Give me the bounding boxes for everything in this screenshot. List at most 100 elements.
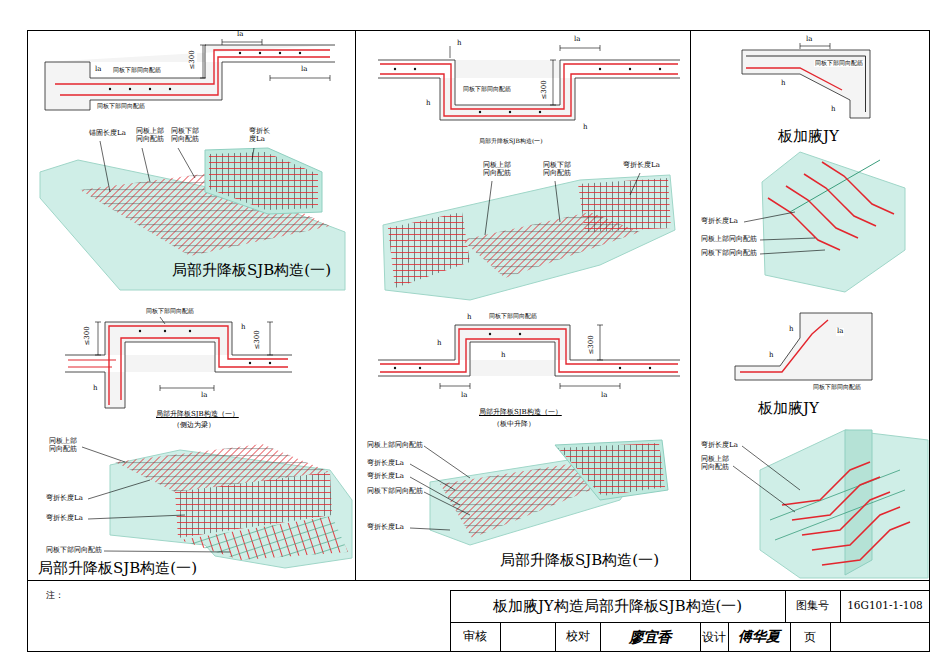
figure-caption: 局部升降板SJB构造(一) — [172, 262, 331, 279]
drawing-g — [800, 43, 830, 49]
drawing-g — [394, 68, 661, 113]
drawing-path — [100, 141, 110, 192]
drawing-line — [450, 622, 930, 623]
drawing-label: h — [466, 314, 473, 322]
figure-caption: 局部升降板SJB构造(一) — [38, 560, 197, 577]
section-middle-bottom — [378, 325, 680, 389]
drawing-polyline — [812, 507, 900, 550]
drawing-polygon — [180, 516, 348, 560]
drawing-label: 同板上部 同向配筋 — [135, 128, 168, 143]
drawing-line — [355, 30, 356, 580]
drawing-label: h — [788, 326, 795, 334]
drawing-polyline — [786, 186, 858, 238]
title-block-cell: 页 — [790, 622, 830, 652]
drawing-g — [782, 462, 910, 565]
section-middle-top — [378, 45, 680, 120]
drawing-label: 弯折长度La — [45, 515, 84, 523]
drawing-label: 同板上部 同向配筋 — [482, 162, 515, 177]
drawing-circle — [189, 330, 191, 332]
drawing-g — [394, 333, 651, 369]
drawing-path — [770, 470, 905, 540]
drawing-label: h — [500, 352, 507, 360]
drawing-path — [95, 322, 101, 355]
drawing-label: h — [582, 124, 589, 132]
drawing-label: 同板下部同向配筋 — [366, 488, 424, 496]
drawing-path — [380, 339, 678, 372]
drawing-line — [840, 590, 841, 622]
drawing-circle — [269, 362, 271, 364]
drawing-label: h — [240, 324, 247, 332]
drawing-label: 同板下部同向配筋 — [488, 313, 538, 320]
drawing-label: 弯折长度La — [366, 460, 405, 468]
sheet-frame — [27, 30, 930, 652]
drawing-path — [735, 313, 872, 380]
drawing-label: 同板下部同向配筋 — [700, 250, 758, 258]
drawing-label: h — [436, 340, 443, 348]
drawing-label: 同板下部同向配筋 — [812, 384, 862, 391]
drawing-label: la — [236, 31, 244, 39]
drawing-g — [768, 162, 894, 250]
drawing-label: 同板上部 同向配筋 — [700, 456, 733, 471]
drawing-line — [690, 30, 691, 580]
drawing-path — [222, 39, 262, 45]
drawing-label: h — [425, 100, 432, 108]
drawing-path — [790, 160, 880, 212]
drawing-polygon — [383, 175, 675, 300]
drawing-label: 同板下部同向配筋 — [112, 67, 162, 74]
drawing-label: 局部升降板SJB构造（一） — [155, 411, 240, 419]
title-block-cell: 校对 — [555, 622, 600, 652]
title-block-cell: 图集号 — [785, 590, 840, 622]
drawing-g — [82, 447, 230, 552]
drawing-g — [139, 330, 271, 364]
drawing-path — [597, 325, 603, 360]
drawing-path — [560, 383, 620, 389]
drawing-label: la — [805, 36, 813, 44]
drawing-label: 局部升降板SJB构造(一) — [478, 138, 544, 145]
drawing-polygon — [760, 430, 928, 578]
iso-middle-top — [383, 173, 675, 300]
drawing-polyline — [782, 462, 870, 505]
drawing-label: 同板下部同向配筋 — [814, 60, 864, 67]
drawing-polygon — [558, 443, 665, 496]
drawing-label: h — [830, 106, 837, 114]
drawing-circle — [479, 111, 481, 113]
drawing-circle — [599, 68, 601, 70]
drawing-path — [142, 148, 150, 182]
drawing-circle — [509, 111, 511, 113]
drawing-polyline — [804, 174, 876, 226]
drawing-path — [88, 515, 185, 519]
drawing-circle — [149, 88, 151, 90]
drawing-path — [746, 56, 866, 112]
drawing-path — [410, 528, 450, 530]
drawing-label: ≤300 — [254, 329, 262, 350]
iso-left-top — [40, 141, 345, 290]
drawing-polygon — [555, 440, 668, 500]
drawing-label: 弯折长度La — [700, 442, 739, 450]
title-block-cell: 审核 — [450, 622, 500, 652]
drawing-path — [109, 326, 288, 405]
drawing-label: la — [200, 392, 208, 400]
drawing-label: 弯折长度La — [700, 218, 739, 226]
drawing-label: 同板下部同向配筋 — [45, 547, 103, 555]
drawing-label: ≤300 — [541, 79, 549, 100]
drawing-label: 注： — [46, 591, 64, 601]
drawing-path — [267, 322, 273, 355]
section-right-top — [742, 43, 870, 118]
figure-caption: 板加腋JY — [778, 128, 839, 145]
drawing-label: h — [456, 40, 463, 48]
drawing-polyline — [822, 162, 894, 214]
drawing-path — [378, 60, 680, 120]
drawing-label: 同板下部 同向配筋 — [542, 162, 575, 177]
drawing-path — [440, 383, 470, 389]
drawing-polyline — [768, 198, 840, 250]
drawing-polygon — [762, 152, 905, 292]
drawing-line — [785, 590, 786, 622]
drawing-circle — [629, 68, 631, 70]
drawing-label: （板中升降） — [492, 421, 536, 429]
drawing-rect — [28, 31, 930, 652]
drawing-label: h — [768, 352, 775, 360]
drawing-polyline — [802, 492, 890, 535]
drawing-label: ≤300 — [588, 334, 596, 355]
drawing-line — [27, 580, 930, 581]
